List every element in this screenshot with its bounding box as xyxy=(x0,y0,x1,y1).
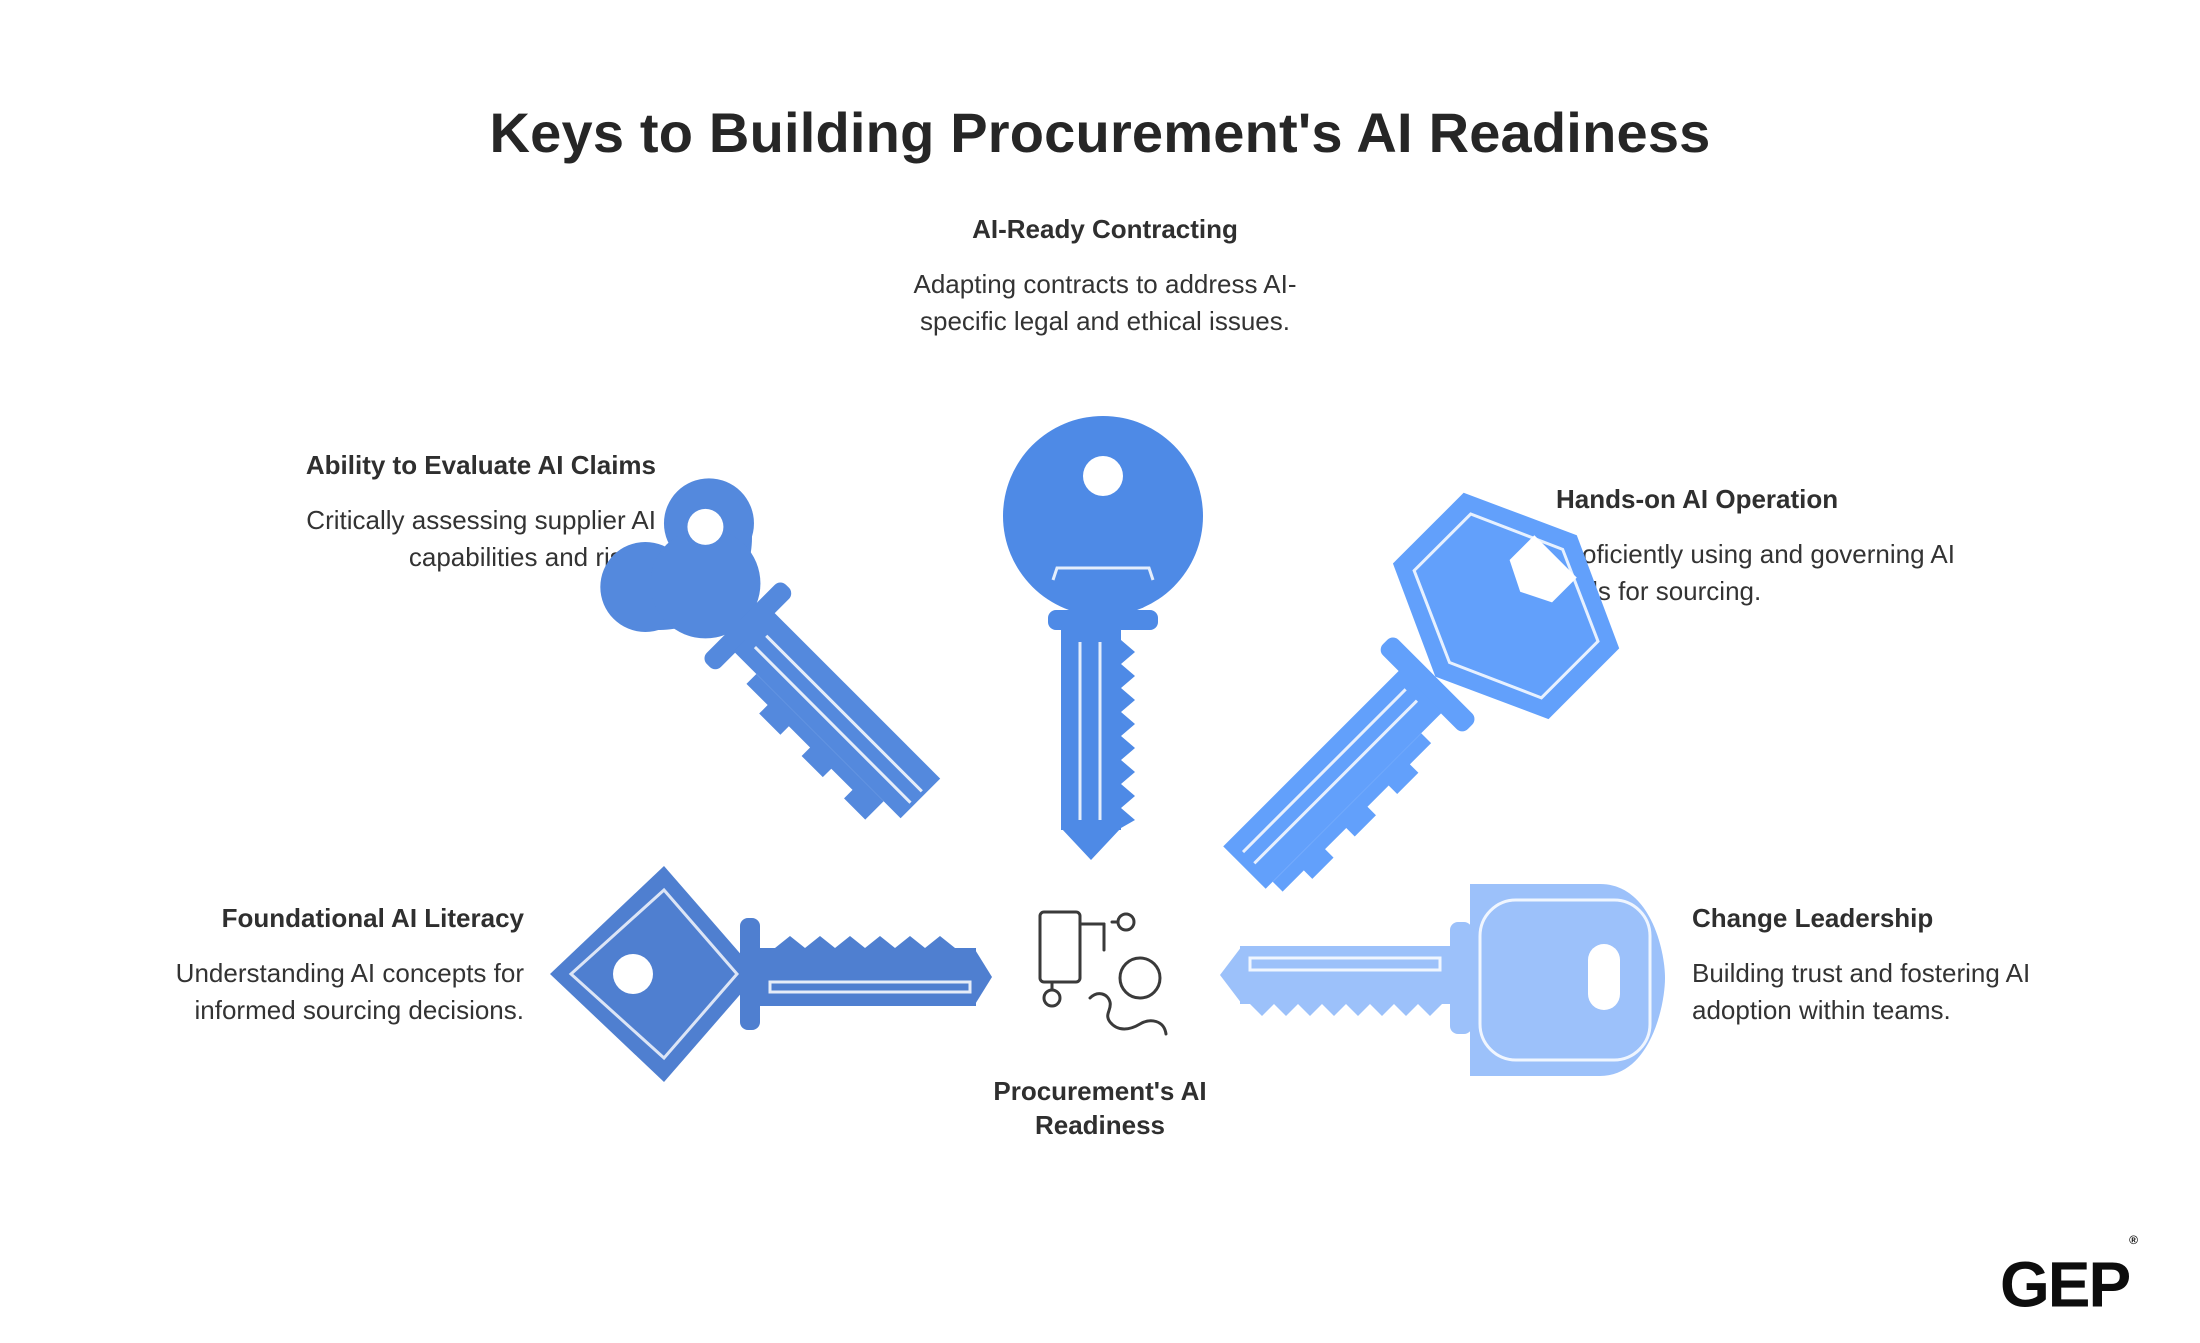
key-literacy-icon xyxy=(550,866,992,1082)
registered-mark: ® xyxy=(2129,1233,2138,1247)
key-block-operation: Hands-on AI Operation Proficiently using… xyxy=(1556,482,1956,610)
key-block-literacy: Foundational AI Literacy Understanding A… xyxy=(120,901,524,1029)
key-description-literacy: Understanding AI concepts for informed s… xyxy=(175,958,524,1025)
key-block-contracting: AI-Ready Contracting Adapting contracts … xyxy=(880,212,1330,340)
center-block: Procurement's AI Readiness xyxy=(930,1074,1270,1142)
key-block-evaluate: Ability to Evaluate AI Claims Critically… xyxy=(290,448,656,576)
key-change-icon xyxy=(1220,884,1665,1076)
gep-logo: GEP® xyxy=(2000,1233,2138,1316)
key-evaluate-icon xyxy=(600,478,941,820)
key-description-change: Building trust and fostering AI adoption… xyxy=(1692,958,2031,1025)
key-description-operation: Proficiently using and governing AI tool… xyxy=(1556,539,1955,606)
key-block-change: Change Leadership Building trust and fos… xyxy=(1692,901,2052,1029)
gep-logo-text: GEP xyxy=(2000,1248,2131,1321)
workflow-person-icon xyxy=(1038,910,1168,1036)
key-contracting-icon xyxy=(1003,416,1203,860)
diagram-title: Keys to Building Procurement's AI Readin… xyxy=(489,101,1711,164)
key-heading-literacy: Foundational AI Literacy xyxy=(221,903,524,933)
center-label: Procurement's AI Readiness xyxy=(993,1076,1207,1140)
key-description-contracting: Adapting contracts to address AI-specifi… xyxy=(913,269,1297,336)
key-heading-evaluate: Ability to Evaluate AI Claims xyxy=(305,450,656,480)
key-heading-change: Change Leadership xyxy=(1692,903,1934,933)
key-heading-contracting: AI-Ready Contracting xyxy=(972,214,1238,244)
key-heading-operation: Hands-on AI Operation xyxy=(1556,484,1839,514)
key-operation-icon xyxy=(1223,492,1620,892)
